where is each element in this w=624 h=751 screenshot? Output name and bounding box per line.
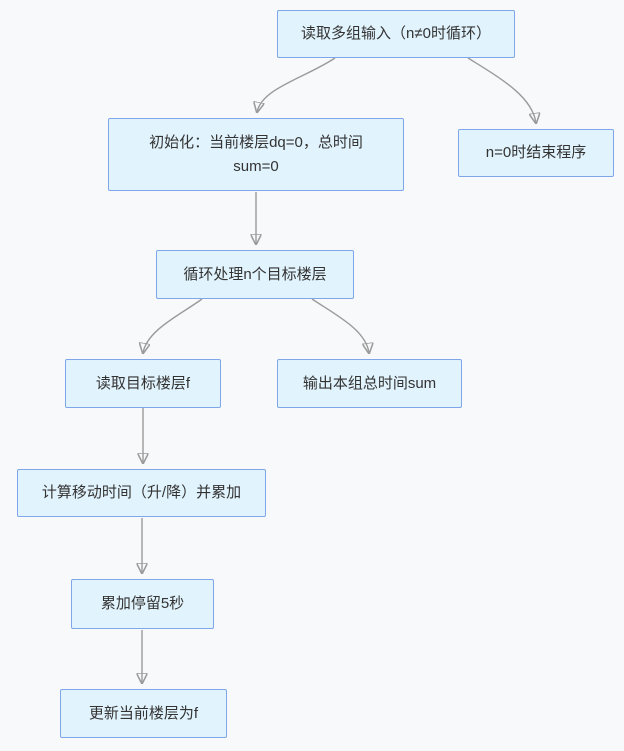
node-output-sum: 输出本组总时间sum: [277, 359, 462, 408]
node-end-program: n=0时结束程序: [458, 129, 614, 177]
node-update-floor: 更新当前楼层为f: [60, 689, 227, 738]
edge-read-input-to-init: [257, 57, 336, 112]
edge-read-input-to-end-program: [467, 57, 536, 123]
node-read-target-floor: 读取目标楼层f: [65, 359, 221, 408]
node-stay-5s: 累加停留5秒: [71, 579, 214, 629]
node-calc-move-time: 计算移动时间（升/降）并累加: [17, 469, 266, 517]
node-read-input: 读取多组输入（n≠0时循环）: [277, 10, 515, 58]
node-init: 初始化：当前楼层dq=0，总时间 sum=0: [108, 118, 404, 191]
edge-loop-floors-to-output-sum: [311, 298, 369, 353]
node-loop-floors: 循环处理n个目标楼层: [156, 250, 354, 299]
edge-loop-floors-to-read-target-floor: [143, 298, 203, 353]
